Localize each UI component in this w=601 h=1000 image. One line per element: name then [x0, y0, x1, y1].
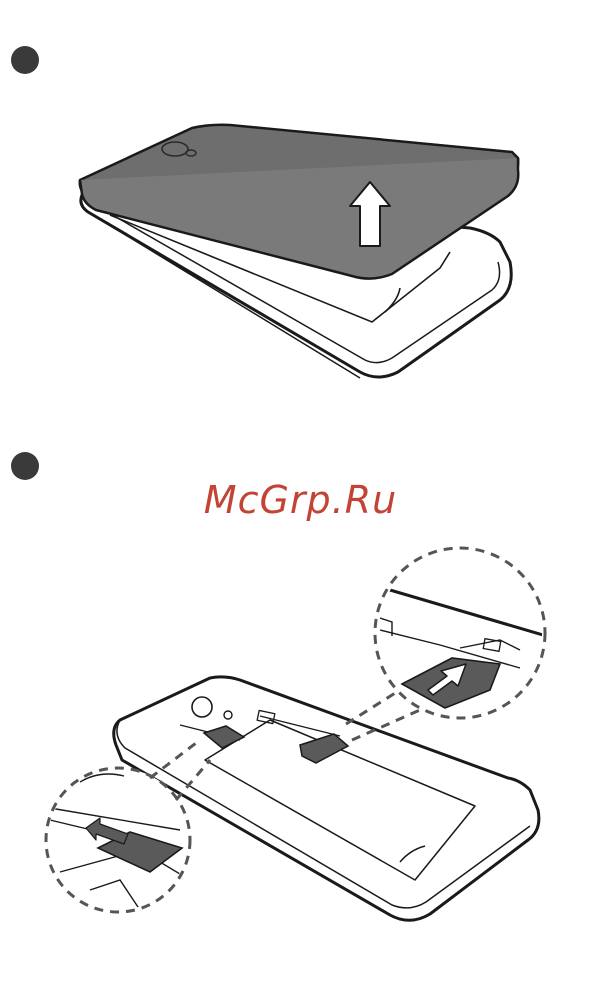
- step-bullet-1: [11, 46, 39, 74]
- zoom-callout-sim: [346, 548, 560, 740]
- step-bullet-2: [11, 452, 39, 480]
